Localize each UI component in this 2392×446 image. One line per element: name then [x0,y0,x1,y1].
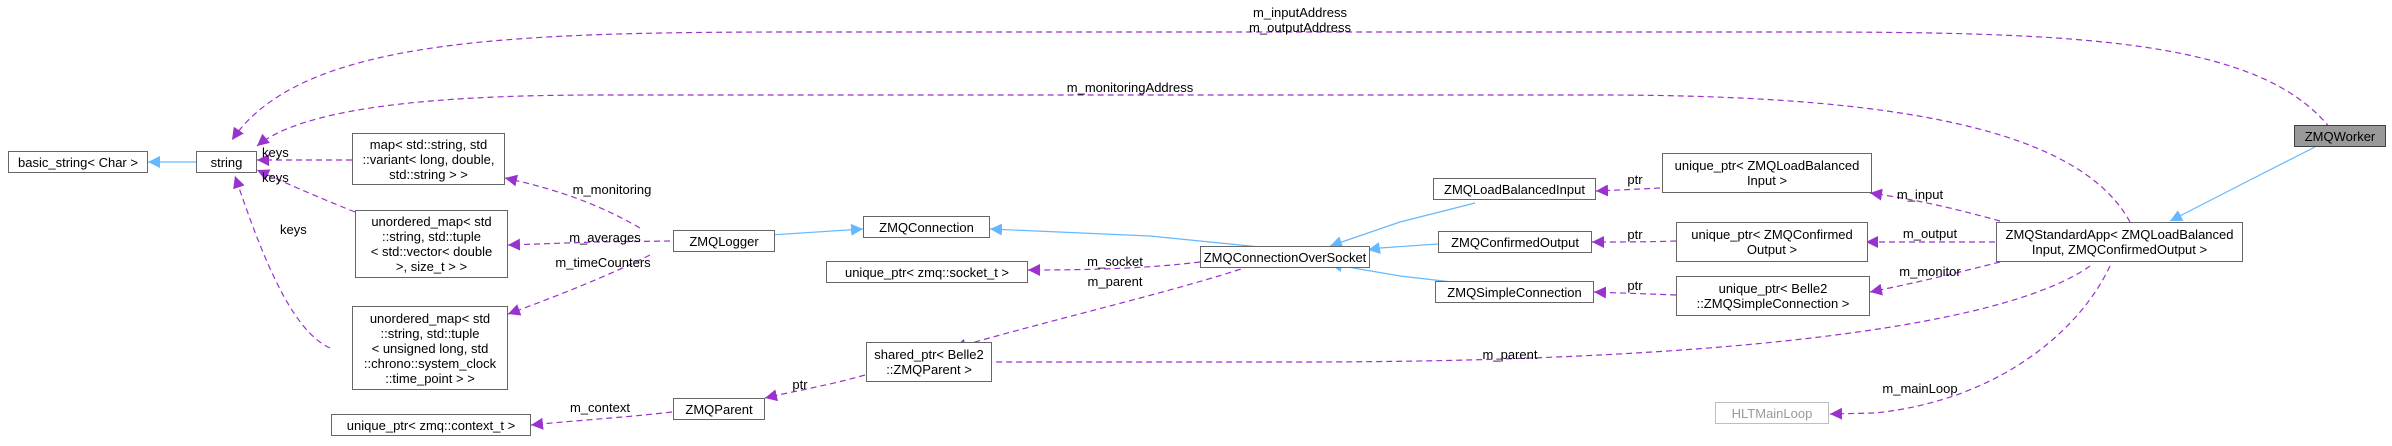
node-zmq-connection[interactable]: ZMQConnection [863,216,990,238]
edge-app-string-monitoring [256,94,2131,223]
node-unique-ptr-simple-connection[interactable]: unique_ptr< Belle2 ::ZMQSimpleConnection… [1676,276,1870,316]
node-unique-ptr-confirmed-output[interactable]: unique_ptr< ZMQConfirmed Output > [1676,222,1868,262]
label-monitoring-address: m_monitoringAddress [1066,80,1194,95]
edge-connsocket-sptr [953,265,1251,351]
node-unordered-map-chrono[interactable]: unordered_map< std ::string, std::tuple … [352,306,508,390]
label-ptr-parent: ptr [792,377,808,392]
label-m-parent-app: m_parent [1482,347,1538,362]
edge-connsocket-connection [989,223,1271,249]
node-hlt-main-loop[interactable]: HLTMainLoop [1715,402,1829,424]
node-zmq-standard-app[interactable]: ZMQStandardApp< ZMQLoadBalanced Input, Z… [1996,222,2243,262]
label-keys-umap: keys [262,170,289,185]
label-keys-chrono: keys [280,222,307,237]
edge-lbinput-connsocket [1329,202,1476,248]
label-m-monitoring: m_monitoring [572,182,652,197]
edge-chrono-string-keys [233,175,331,349]
edge-worker-string-address [231,31,2331,141]
node-string[interactable]: string [196,151,257,173]
label-ptr-lb: ptr [1627,172,1643,187]
label-m-output: m_output [1902,226,1958,241]
node-map-variant[interactable]: map< std::string, std ::variant< long, d… [352,133,505,185]
label-m-monitor: m_monitor [1899,264,1961,279]
node-basic-string[interactable]: basic_string< Char > [8,151,148,173]
node-zmq-confirmed-output[interactable]: ZMQConfirmedOutput [1438,231,1592,253]
label-m-parent-conn: m_parent [1087,274,1143,289]
label-m-time-counters: m_timeCounters [555,255,651,270]
node-shared-ptr-parent[interactable]: shared_ptr< Belle2 ::ZMQParent > [866,342,992,382]
node-unique-ptr-lb-input[interactable]: unique_ptr< ZMQLoadBalanced Input > [1662,153,1872,193]
node-zmq-parent[interactable]: ZMQParent [673,398,765,420]
edge-logger-map [504,174,641,229]
edge-logger-umap [507,238,671,251]
edge-sptr-parent [764,374,866,402]
label-input-output-address: m_inputAddress m_outputAddress [1249,5,1351,35]
label-m-socket: m_socket [1087,254,1143,269]
node-zmq-connection-over-socket[interactable]: ZMQConnectionOverSocket [1200,246,1370,268]
edge-app-uptr-simple [1869,261,2001,296]
edge-app-uptr-lb [1869,188,2001,222]
node-unordered-map-tuple[interactable]: unordered_map< std ::string, std::tuple … [355,210,508,278]
edge-uptr-simple-simple [1593,286,1677,299]
node-zmq-worker[interactable]: ZMQWorker [2294,125,2386,147]
edge-uptr-conf-confout [1591,235,1677,248]
label-ptr-simple: ptr [1627,278,1643,293]
label-m-main-loop: m_mainLoop [1882,381,1958,396]
edge-app-sptr [954,265,2091,368]
label-m-averages: m_averages [569,230,641,245]
edge-parent-context [530,411,673,430]
node-zmq-simple-connection[interactable]: ZMQSimpleConnection [1435,281,1594,303]
edge-logger-chrono [507,254,651,316]
label-m-context: m_context [570,400,630,415]
edge-umap-string-keys [256,169,356,213]
label-keys-map: keys [262,145,289,160]
label-ptr-conf: ptr [1627,227,1643,242]
node-zmq-load-balanced-input[interactable]: ZMQLoadBalancedInput [1433,178,1596,200]
node-unique-ptr-socket[interactable]: unique_ptr< zmq::socket_t > [826,261,1028,283]
label-m-input: m_input [1896,187,1944,202]
node-unique-ptr-context[interactable]: unique_ptr< zmq::context_t > [331,414,531,436]
edge-uptr-lb-lbinput [1595,184,1661,197]
node-zmq-logger[interactable]: ZMQLogger [673,230,775,252]
edge-app-mainloop [1829,265,2111,420]
edge-worker-app [2169,146,2316,222]
edge-confout-connsocket [1367,242,1439,254]
